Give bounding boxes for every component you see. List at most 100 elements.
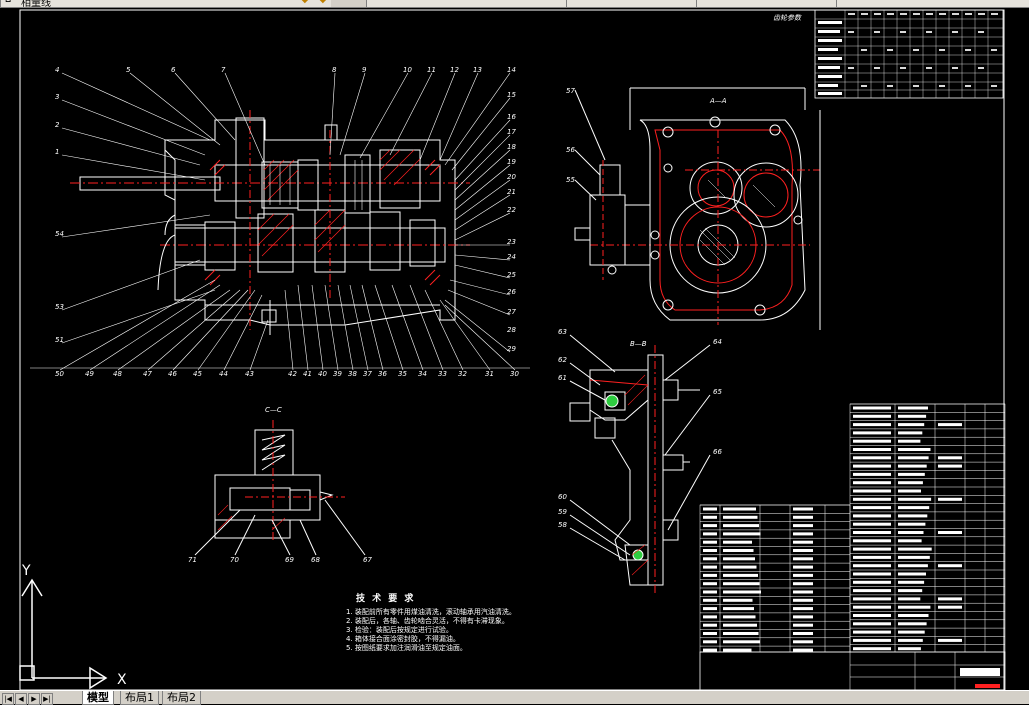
table-cell-text xyxy=(703,573,717,577)
table-cell-text xyxy=(898,580,925,584)
callout: 21 xyxy=(507,188,516,196)
callout: 48 xyxy=(113,370,122,378)
table-cell-text xyxy=(793,524,813,528)
callout: 62 xyxy=(558,356,567,364)
table-cell-text xyxy=(853,497,891,501)
layout-tab-bar: |◀ ◀ ▶ ▶| 模型 布局1 布局2 xyxy=(0,690,1029,705)
callout: 59 xyxy=(558,508,567,516)
table-cell-text xyxy=(723,549,754,552)
tech-line: 3. 检验：装配后按规定进行试验。 xyxy=(346,626,453,634)
table-cell-text xyxy=(938,564,962,568)
callout: 7 xyxy=(221,66,226,74)
callout: 55 xyxy=(566,176,575,184)
technical-requirements: 技 术 要 求 1. 装配前所有零件用煤油清洗，滚动轴承用汽油清洗。 2. 装配… xyxy=(346,595,546,653)
table-cell-text xyxy=(898,497,932,501)
table-cell-text xyxy=(853,580,891,584)
properties-icon[interactable]: ◆ xyxy=(301,0,309,5)
callout: 15 xyxy=(507,91,516,99)
table-cell-text xyxy=(898,614,929,617)
callout: 32 xyxy=(458,370,467,378)
table-cell-text xyxy=(853,489,891,493)
table-cell-text xyxy=(703,557,717,561)
next-tab-button[interactable]: ▶ xyxy=(28,693,40,705)
doc-tab-2[interactable] xyxy=(566,0,697,7)
ucs-icon: Y X xyxy=(19,563,127,690)
callout: 30 xyxy=(510,370,519,378)
callout: 33 xyxy=(438,370,447,378)
callout: 41 xyxy=(303,370,312,378)
table-cell-text xyxy=(898,555,930,559)
callout: 1 xyxy=(55,148,59,156)
table-cell-text xyxy=(703,615,717,619)
table-cell-text xyxy=(723,540,752,544)
section-bb-view: B—B xyxy=(569,334,711,595)
callout: 19 xyxy=(507,158,516,166)
table-cell-text xyxy=(723,640,760,644)
table-cell-text xyxy=(793,532,813,536)
doc-tab-3[interactable] xyxy=(696,0,837,7)
tab-model[interactable]: 模型 xyxy=(82,691,114,705)
table-cell-text xyxy=(898,456,929,460)
table-cell-text xyxy=(703,507,717,511)
callout: 9 xyxy=(362,66,367,74)
table-cell-text xyxy=(853,638,891,642)
table-cell-text xyxy=(898,597,921,601)
table-cell-text xyxy=(898,622,927,626)
table-cell-text xyxy=(938,456,962,460)
layer-icon[interactable]: ◆ xyxy=(319,0,327,5)
table-cell-text xyxy=(938,597,962,601)
table-cell-text xyxy=(703,549,717,552)
table-cell-text xyxy=(703,607,717,611)
prev-tab-button[interactable]: ◀ xyxy=(15,693,27,705)
tech-line: 5. 按图纸要求加注润滑油至规定油面。 xyxy=(346,644,467,652)
callout: 63 xyxy=(558,328,567,336)
table-cell-text xyxy=(898,564,928,568)
table-cell-text xyxy=(853,464,891,468)
table-cell-text xyxy=(898,605,931,609)
table-cell-text xyxy=(703,532,717,536)
callout: 17 xyxy=(507,128,516,136)
callout: 67 xyxy=(363,556,372,564)
table-cell-text xyxy=(898,431,923,435)
table-cell-text xyxy=(853,564,891,568)
callout: 60 xyxy=(558,493,567,501)
doc-tab-1[interactable] xyxy=(366,0,567,7)
callout: 49 xyxy=(85,370,94,378)
table-cell-text xyxy=(703,515,717,519)
table-cell-text xyxy=(793,615,813,619)
callout: 38 xyxy=(348,370,357,378)
callout: 42 xyxy=(288,370,297,378)
table-cell-text xyxy=(938,531,962,534)
callout: 46 xyxy=(168,370,177,378)
table-cell-text xyxy=(793,565,813,569)
table-cell-text xyxy=(853,414,891,418)
table-cell-text xyxy=(853,647,891,651)
callout: 70 xyxy=(230,556,239,564)
toolbar-segment: ⌂ 相量线 ◆ ◆ xyxy=(0,0,331,7)
table-cell-text xyxy=(898,506,930,510)
first-tab-button[interactable]: |◀ xyxy=(2,693,14,705)
callout: 50 xyxy=(55,370,64,378)
callouts-main: 4 3 2 1 54 53 51 5 6 7 8 9 10 11 12 13 1… xyxy=(55,66,519,378)
svg-text:C—C: C—C xyxy=(265,406,282,414)
table-cell-text xyxy=(723,515,758,519)
callout: 31 xyxy=(485,370,494,378)
callout: 56 xyxy=(566,146,575,154)
tab-layout2[interactable]: 布局2 xyxy=(162,691,201,705)
toolbar-label[interactable]: 相量线 xyxy=(21,0,51,8)
table-cell-text xyxy=(793,598,813,602)
table-cell-text xyxy=(793,590,813,594)
table-cell-text xyxy=(938,423,962,427)
drawing-frame xyxy=(19,9,1005,690)
callout: 4 xyxy=(55,66,59,74)
callout: 8 xyxy=(332,66,337,74)
last-tab-button[interactable]: ▶| xyxy=(41,693,53,705)
table-cell-text xyxy=(723,532,761,536)
svg-text:Y: Y xyxy=(21,563,31,579)
drawing-canvas[interactable]: 4 3 2 1 54 53 51 5 6 7 8 9 10 11 12 13 1… xyxy=(0,8,1029,690)
table-cell-text xyxy=(853,531,891,534)
doc-tab-4[interactable] xyxy=(836,0,1029,7)
callout: 47 xyxy=(143,370,152,378)
toolbar-icon[interactable]: ⌂ xyxy=(5,0,11,5)
table-cell-text xyxy=(853,555,891,559)
